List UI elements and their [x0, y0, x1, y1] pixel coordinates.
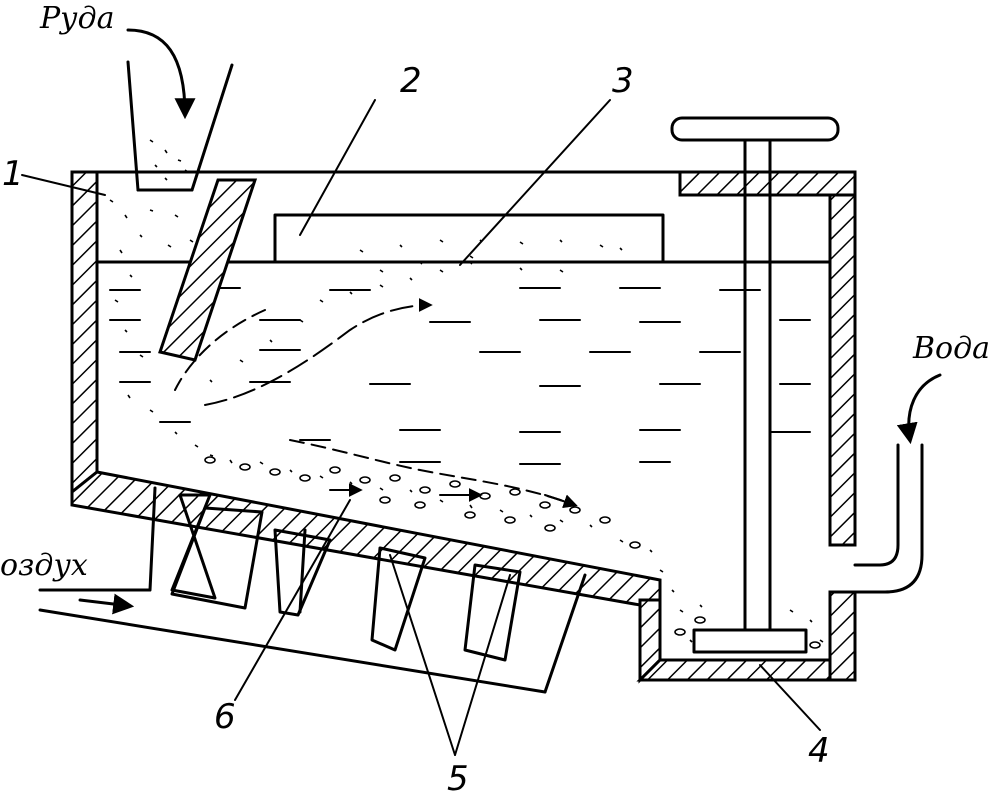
- water-label: Вода: [912, 331, 988, 366]
- flow-lines: [174, 298, 578, 509]
- air-feed-arrow: [78, 593, 135, 615]
- ore-label: Руда: [39, 1, 115, 36]
- water-feed-arrow: [896, 373, 942, 445]
- froth-collector: [273, 213, 665, 264]
- callout-6: 6: [214, 697, 236, 737]
- callout-1: 1: [2, 154, 24, 194]
- callout-4: 4: [808, 731, 830, 771]
- air-label: оздух: [0, 548, 88, 583]
- impeller-shaft: [670, 116, 840, 654]
- water-inlet-pipe: [853, 443, 924, 594]
- feed-chute: [158, 178, 258, 362]
- leader-lines: [21, 99, 821, 756]
- callout-2: 2: [400, 61, 422, 101]
- ore-hopper: [126, 60, 234, 192]
- ore-particles: [109, 139, 824, 649]
- tank-body: [70, 170, 857, 684]
- water-dashes: [109, 287, 811, 465]
- air-box: [38, 486, 587, 694]
- callout-5: 5: [447, 759, 469, 796]
- callout-3: 3: [612, 61, 634, 101]
- ore-feed-arrow: [126, 28, 196, 120]
